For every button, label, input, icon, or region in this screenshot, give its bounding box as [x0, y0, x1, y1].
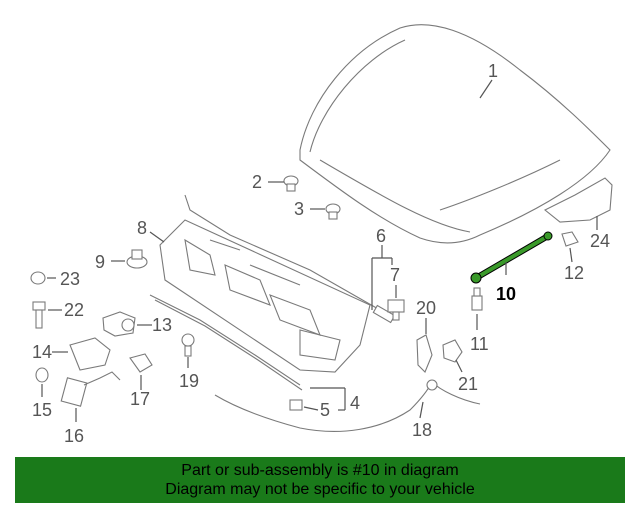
info-banner: Part or sub-assembly is #10 in diagram D… — [15, 457, 625, 503]
leader-1 — [479, 79, 493, 99]
bumper-clip-3[interactable] — [325, 203, 341, 220]
callout-14[interactable]: 14 — [32, 342, 52, 362]
grommet-9[interactable] — [126, 249, 148, 269]
bumper-11[interactable] — [471, 287, 483, 311]
callout-9[interactable]: 9 — [95, 252, 105, 272]
stay-holder-7[interactable] — [387, 299, 405, 321]
callout-3[interactable]: 3 — [294, 199, 304, 219]
release-handle-21[interactable] — [442, 339, 463, 363]
callout-6[interactable]: 6 — [376, 226, 386, 246]
callout-21[interactable]: 21 — [458, 374, 478, 394]
callout-17[interactable]: 17 — [130, 389, 150, 409]
upper-seal — [184, 194, 381, 311]
callout-7[interactable]: 7 — [390, 265, 400, 285]
clip-12[interactable] — [561, 231, 579, 247]
hood-panel[interactable] — [299, 24, 611, 244]
callout-24[interactable]: 24 — [590, 231, 610, 251]
banner-line-2: Diagram may not be specific to your vehi… — [165, 481, 475, 498]
clip-5[interactable] — [289, 399, 303, 411]
latch-13[interactable] — [102, 311, 136, 337]
callout-12[interactable]: 12 — [564, 263, 584, 283]
plug-15[interactable] — [35, 367, 49, 383]
callout-22[interactable]: 22 — [64, 300, 84, 320]
lock-14[interactable] — [69, 337, 111, 371]
callout-11[interactable]: 11 — [470, 334, 489, 354]
cap-23[interactable] — [30, 271, 46, 285]
latch-20[interactable] — [416, 334, 433, 373]
callout-19[interactable]: 19 — [179, 371, 199, 391]
parts-diagram: 1 2 3 8 9 6 7 — [30, 24, 613, 446]
callout-2[interactable]: 2 — [252, 172, 262, 192]
callout-15[interactable]: 15 — [32, 400, 52, 420]
switch-16[interactable] — [60, 371, 121, 407]
banner-line-1: Part or sub-assembly is #10 in diagram — [181, 462, 459, 479]
callout-16[interactable]: 16 — [64, 426, 84, 446]
lower-seal — [149, 294, 301, 386]
callout-18[interactable]: 18 — [412, 420, 432, 440]
callout-20[interactable]: 20 — [416, 298, 436, 318]
lower-seal-b — [154, 299, 303, 391]
hood-lift-support[interactable] — [470, 231, 553, 284]
leader-5 — [303, 406, 319, 411]
leader-12 — [569, 247, 573, 263]
callout-8[interactable]: 8 — [137, 218, 147, 238]
bumper-clip-2[interactable] — [283, 175, 299, 192]
leader-18 — [419, 401, 424, 419]
callout-10[interactable]: 10 — [496, 284, 516, 304]
bracket-24[interactable] — [543, 177, 613, 223]
leader-8 — [149, 231, 165, 243]
callout-4[interactable]: 4 — [350, 393, 360, 413]
release-cable[interactable] — [214, 381, 481, 432]
leader-21 — [455, 359, 463, 373]
callout-13[interactable]: 13 — [152, 315, 172, 335]
callout-23[interactable]: 23 — [60, 269, 80, 289]
callout-5[interactable]: 5 — [320, 400, 330, 420]
hood-insulator[interactable] — [159, 219, 371, 373]
callout-1[interactable]: 1 — [488, 61, 498, 81]
clip-17[interactable] — [129, 353, 153, 373]
retainer-19[interactable] — [181, 333, 195, 357]
cable-end — [426, 379, 438, 391]
bolt-22[interactable] — [32, 301, 46, 329]
